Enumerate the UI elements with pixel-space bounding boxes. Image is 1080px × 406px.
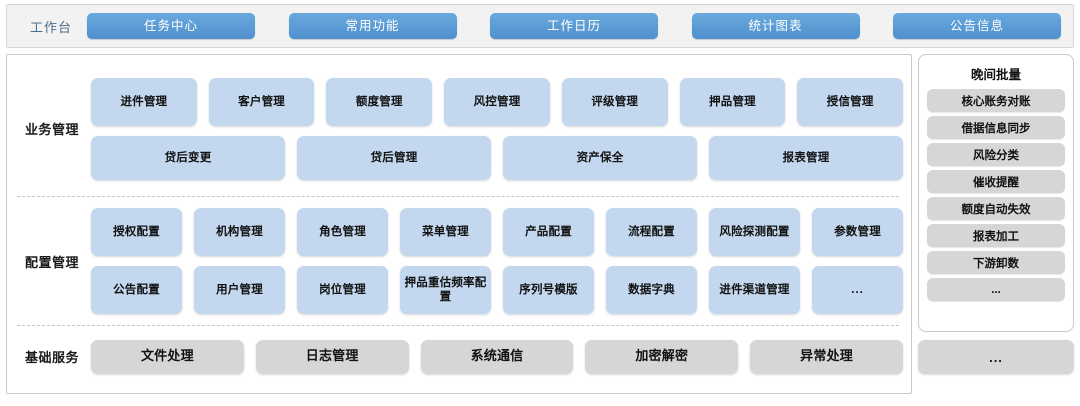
- section-configuration-management: 配置管理 授权配置 机构管理 角色管理 菜单管理 产品配置 流程配置 风险探测配…: [13, 197, 903, 325]
- batch-item-credit-limit-auto-expiry[interactable]: 额度自动失效: [927, 197, 1065, 220]
- tile-risk-control-management[interactable]: 风控管理: [444, 77, 550, 126]
- nightly-batch-title: 晚间批量: [970, 68, 1021, 82]
- divider-business-config: [17, 196, 899, 198]
- tile-collateral-management[interactable]: 押品管理: [679, 77, 786, 126]
- section-label-configuration: 配置管理: [24, 254, 79, 270]
- tile-product-config[interactable]: 产品配置: [503, 208, 594, 257]
- header-bar: 工作台 任务中心 常用功能 工作日历 统计图表 公告信息: [6, 4, 1074, 48]
- business-row-2: 贷后变更 贷后管理 资产保全 报表管理: [91, 135, 903, 180]
- batch-item-collection-reminder[interactable]: 催收提醒: [927, 170, 1065, 193]
- tile-role-management[interactable]: 角色管理: [297, 208, 388, 257]
- batch-item-core-account-reconciliation[interactable]: 核心账务对账: [927, 89, 1065, 112]
- batch-item-report-processing[interactable]: 报表加工: [927, 224, 1065, 247]
- configuration-row-1: 授权配置 机构管理 角色管理 菜单管理 产品配置 流程配置 风险探测配置 参数管…: [91, 208, 903, 257]
- configuration-row-2: 公告配置 用户管理 岗位管理 押品重估频率配置 序列号模版 数据字典 进件渠道管…: [91, 266, 903, 315]
- tile-user-management[interactable]: 用户管理: [194, 266, 285, 315]
- batch-item-downstream-data-unload[interactable]: 下游卸数: [927, 251, 1065, 274]
- tile-risk-detection-config[interactable]: 风险探测配置: [709, 208, 800, 257]
- tile-configuration-more[interactable]: ...: [812, 266, 903, 315]
- batch-item-loan-note-sync[interactable]: 借据信息同步: [927, 116, 1065, 139]
- tile-post-loan-management[interactable]: 贷后管理: [297, 135, 491, 180]
- tile-encryption-decryption[interactable]: 加密解密: [585, 339, 739, 374]
- tile-application-channel-management[interactable]: 进件渠道管理: [709, 266, 800, 315]
- tile-collateral-revaluation-frequency-config[interactable]: 押品重估频率配置: [400, 266, 491, 315]
- tile-system-communication[interactable]: 系统通信: [420, 339, 574, 374]
- right-footer-more[interactable]: ...: [918, 340, 1074, 374]
- body-row: 业务管理 进件管理 客户管理 额度管理 风控管理 评级管理 押品管理 授信管理 …: [6, 54, 1074, 394]
- section-basic-services: 基础服务 文件处理 日志管理 系统通信 加密解密 异常处理: [13, 326, 903, 387]
- header-tabs: 任务中心 常用功能 工作日历 统计图表 公告信息: [87, 13, 1065, 39]
- tile-serial-number-template[interactable]: 序列号模版: [503, 266, 594, 315]
- section-business-management: 业务管理 进件管理 客户管理 额度管理 风控管理 评级管理 押品管理 授信管理 …: [13, 61, 904, 196]
- batch-item-risk-classification[interactable]: 风险分类: [927, 143, 1065, 166]
- tile-customer-management[interactable]: 客户管理: [208, 77, 315, 126]
- right-column: 晚间批量 核心账务对账 借据信息同步 风险分类 催收提醒 额度自动失效 报表加工…: [918, 54, 1074, 394]
- tile-position-management[interactable]: 岗位管理: [297, 266, 388, 315]
- basic-services-row-1: 文件处理 日志管理 系统通信 加密解密 异常处理: [91, 339, 903, 374]
- business-row-1: 进件管理 客户管理 额度管理 风控管理 评级管理 押品管理 授信管理: [91, 77, 904, 126]
- tab-statistics-chart[interactable]: 统计图表: [691, 13, 860, 39]
- tile-rating-management[interactable]: 评级管理: [561, 77, 668, 126]
- tile-exception-handling[interactable]: 异常处理: [750, 339, 903, 374]
- tile-credit-limit-management[interactable]: 额度管理: [326, 77, 433, 126]
- module-frame: 业务管理 进件管理 客户管理 额度管理 风控管理 评级管理 押品管理 授信管理 …: [6, 54, 912, 394]
- tile-credit-granting-management[interactable]: 授信管理: [797, 77, 904, 126]
- tab-announcement[interactable]: 公告信息: [893, 13, 1061, 39]
- tile-application-management[interactable]: 进件管理: [91, 77, 197, 126]
- tile-data-dictionary[interactable]: 数据字典: [606, 266, 697, 315]
- tile-announcement-config[interactable]: 公告配置: [91, 266, 182, 315]
- tile-report-management[interactable]: 报表管理: [709, 135, 903, 180]
- configuration-rows: 授权配置 机构管理 角色管理 菜单管理 产品配置 流程配置 风险探测配置 参数管…: [91, 208, 903, 315]
- tab-task-center[interactable]: 任务中心: [87, 13, 255, 39]
- divider-config-base: [17, 325, 899, 327]
- tab-work-calendar[interactable]: 工作日历: [490, 13, 658, 39]
- batch-item-more[interactable]: ...: [927, 278, 1065, 301]
- page-title: 工作台: [29, 19, 72, 35]
- tile-organization-management[interactable]: 机构管理: [194, 208, 285, 257]
- tile-post-loan-change[interactable]: 贷后变更: [91, 135, 285, 180]
- business-rows: 进件管理 客户管理 额度管理 风控管理 评级管理 押品管理 授信管理 贷后变更 …: [91, 77, 904, 180]
- section-label-business: 业务管理: [24, 122, 79, 138]
- nightly-batch-panel: 晚间批量 核心账务对账 借据信息同步 风险分类 催收提醒 额度自动失效 报表加工…: [918, 54, 1074, 332]
- section-label-basic-services: 基础服务: [24, 350, 79, 366]
- tile-authorization-config[interactable]: 授权配置: [91, 208, 182, 257]
- tile-menu-management[interactable]: 菜单管理: [400, 208, 491, 257]
- tile-log-management[interactable]: 日志管理: [255, 339, 409, 374]
- tile-process-config[interactable]: 流程配置: [606, 208, 697, 257]
- tile-parameter-management[interactable]: 参数管理: [812, 208, 903, 257]
- tile-file-processing[interactable]: 文件处理: [91, 339, 244, 374]
- tab-common-functions[interactable]: 常用功能: [288, 13, 457, 39]
- tile-asset-preservation[interactable]: 资产保全: [503, 135, 697, 180]
- basic-services-rows: 文件处理 日志管理 系统通信 加密解密 异常处理: [91, 339, 903, 374]
